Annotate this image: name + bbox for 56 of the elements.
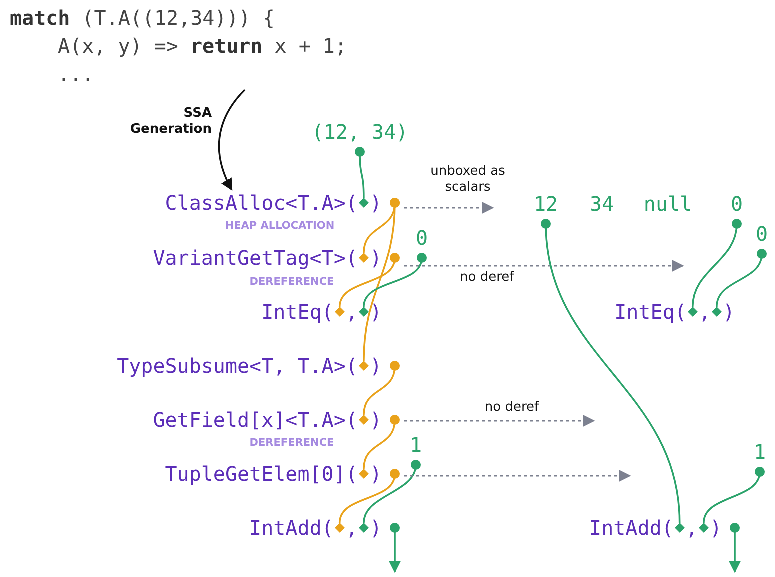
- port-diamond: [334, 307, 345, 317]
- code-line: ...: [57, 61, 96, 88]
- port-diamond: [358, 415, 369, 425]
- ssa-instruction: GetField[x]<T.A>( ): [153, 408, 382, 432]
- dataflow-connector: [703, 467, 765, 524]
- ssa-instruction: VariantGetTag<T>( ): [153, 246, 382, 270]
- port-diamond: [358, 361, 369, 371]
- constant-value: 0: [416, 226, 428, 266]
- constant-value: 0: [756, 222, 768, 262]
- code-line: match (T.A((12,34))) {: [10, 5, 276, 32]
- constant-value: 12: [534, 192, 558, 232]
- dataflow-connector: [541, 219, 681, 524]
- annotation-label: DEREFERENCE: [250, 437, 334, 449]
- dataflow-connector: [363, 198, 400, 362]
- constant-value: 0: [730, 192, 744, 232]
- port-diamond: [712, 307, 722, 317]
- arrow: [218, 89, 246, 192]
- ssa-instruction: TypeSubsume<T, T.A>( ): [117, 354, 382, 378]
- dataflow-connector: [716, 249, 767, 308]
- ssa-instruction: ClassAlloc<T.A>( ): [165, 191, 382, 215]
- dataflow-connector: [363, 253, 427, 308]
- dataflow-connector: [338, 253, 400, 308]
- port-diamond: [358, 469, 369, 479]
- code-line: A(x, y) => return x + 1;: [57, 33, 347, 60]
- port-diamond: [674, 523, 685, 533]
- dashed-arrow: [404, 415, 596, 427]
- dataflow-connector: [355, 147, 365, 198]
- constant-value: 1: [754, 440, 766, 480]
- ssa-instruction: TupleGetElem[0]( ): [165, 462, 382, 486]
- dataflow-connector: [363, 415, 400, 470]
- port-diamond: [358, 198, 369, 208]
- arrow: [729, 523, 741, 574]
- port-diamond: [334, 523, 345, 533]
- constant-value: 34: [590, 192, 614, 216]
- annotation-label: HEAP ALLOCATION: [225, 220, 335, 232]
- dataflow-connector: [363, 361, 400, 416]
- port-diamond: [358, 253, 369, 263]
- constant-value: null: [644, 192, 692, 216]
- dataflow-connector: [363, 460, 421, 524]
- dataflow-connector: [692, 219, 742, 308]
- port-diamond: [358, 307, 369, 317]
- constant-value: (12, 34): [312, 120, 408, 160]
- dataflow-connector: [338, 469, 400, 524]
- dashed-arrow: [404, 260, 684, 272]
- dashed-arrow: [404, 470, 632, 482]
- ssa-instruction: IntEq( , ): [614, 300, 735, 324]
- arrow: [389, 523, 401, 574]
- port-diamond: [358, 523, 369, 533]
- dashed-arrow: [404, 202, 494, 214]
- ssa-instruction: IntAdd( , ): [250, 516, 382, 540]
- constant-value: 1: [410, 433, 422, 473]
- ssa-instruction: IntEq( , ): [262, 300, 382, 324]
- annotation-label: DEREFERENCE: [250, 276, 334, 288]
- port-diamond: [698, 523, 709, 533]
- ssa-instruction: IntAdd( , ): [590, 516, 722, 540]
- port-diamond: [688, 307, 698, 317]
